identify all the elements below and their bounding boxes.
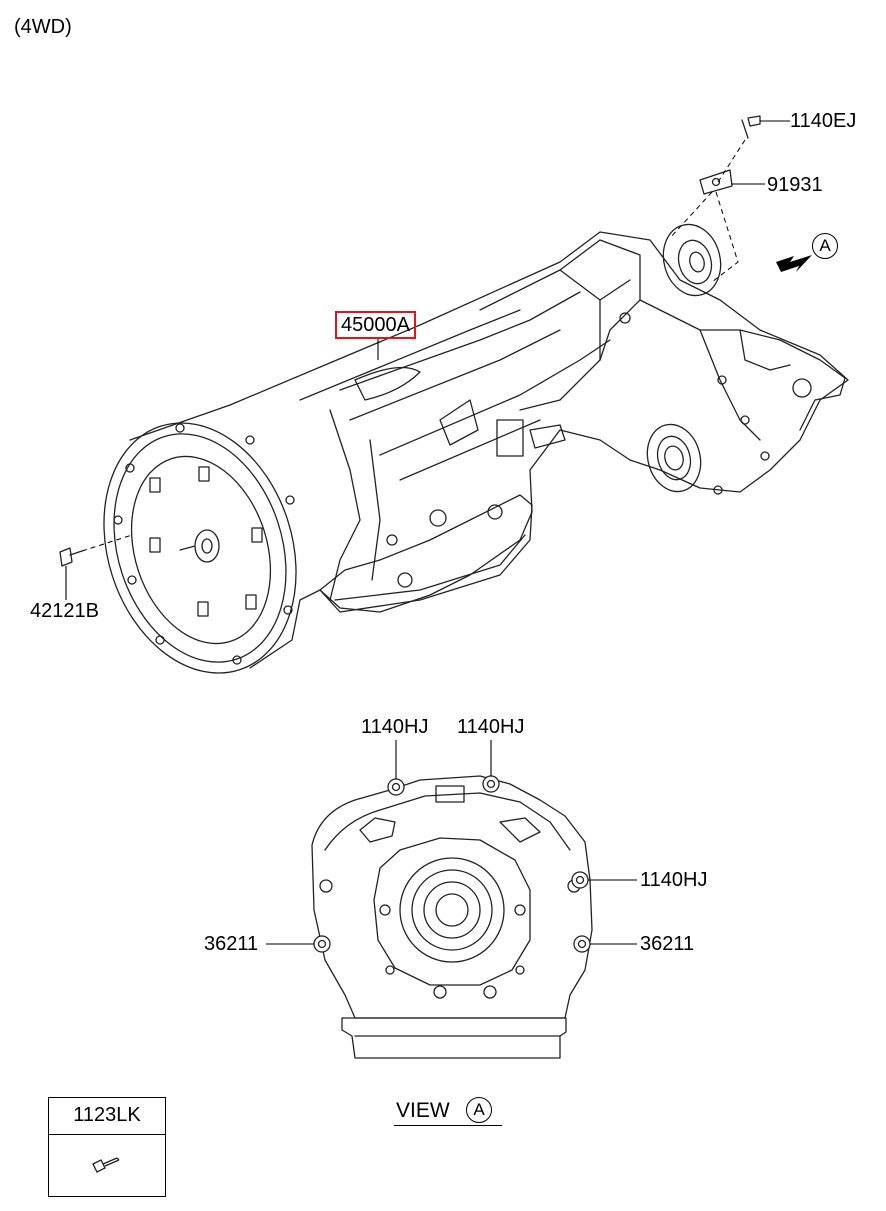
transmission-assembly-drawing [103,115,849,674]
bolt-42121b-drawing [59,547,83,567]
view-a-reference-marker: A [812,233,838,259]
callout-1140ej[interactable]: 1140EJ [790,110,857,132]
callout-1140hj-top-right[interactable]: 1140HJ [457,716,525,738]
legend-box-1123lk[interactable]: 1123LK [48,1097,166,1197]
callout-1140hj-right[interactable]: 1140HJ [640,869,708,891]
callout-42121b[interactable]: 42121B [30,600,99,622]
view-a-bolt-heads [313,775,591,953]
callout-91931[interactable]: 91931 [767,174,823,196]
view-caption-text: VIEW [396,1099,450,1122]
dash-bolt-42121b [81,534,133,552]
callout-1140hj-top-left[interactable]: 1140HJ [361,716,429,738]
callout-36211-left[interactable]: 36211 [204,933,259,955]
view-caption-letter: A [466,1097,492,1123]
view-a-drawing [311,775,593,1059]
callout-36211-right[interactable]: 36211 [640,933,695,955]
dash-bolt-1140ej [717,139,746,183]
dash-bracket [669,191,739,283]
view-arrow-icon [776,255,812,272]
view-a-caption: VIEW A [394,1097,502,1126]
screw-icon [92,1157,120,1173]
legend-code: 1123LK [49,1098,165,1135]
callout-45000a[interactable]: 45000A [335,311,416,339]
header-4wd: (4WD) [14,16,72,38]
